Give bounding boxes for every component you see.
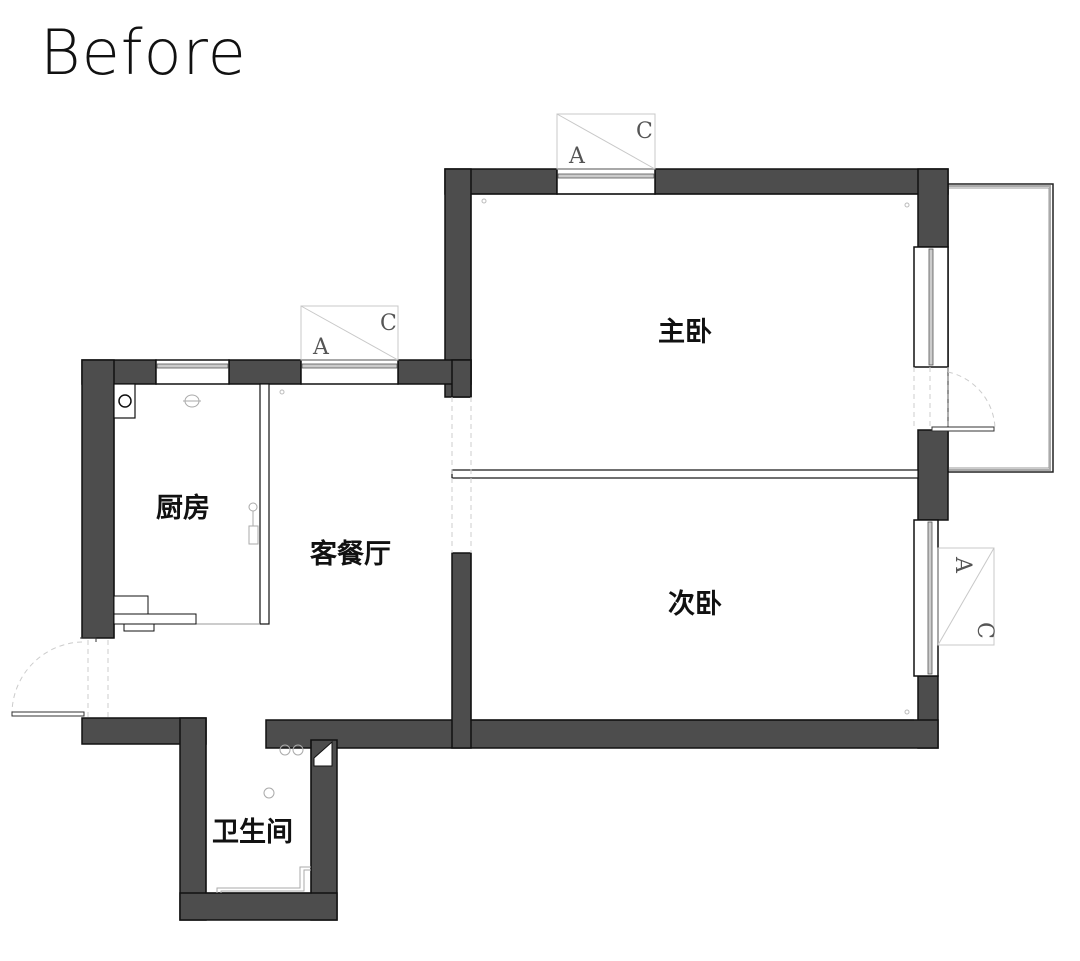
shaft — [313, 740, 333, 767]
room-label-master-bedroom: 主卧 — [658, 317, 712, 348]
page-title: Before — [40, 16, 247, 89]
room-label-bathroom: 卫生间 — [212, 817, 293, 848]
marker-a-label: A — [950, 556, 975, 574]
windows — [155, 168, 949, 677]
window-marker-labels: A C A C A C — [312, 119, 997, 639]
corner-markers — [279, 198, 910, 715]
marker-c-label: C — [380, 311, 397, 336]
room-label-kitchen: 厨房 — [156, 493, 210, 524]
marker-a-label: A — [568, 144, 586, 169]
room-label-living-dining: 客餐厅 — [310, 539, 391, 570]
bathroom-fixtures — [216, 744, 311, 893]
doors — [11, 426, 995, 717]
room-outlines — [113, 193, 918, 894]
walls — [81, 168, 949, 921]
marker-a-label: A — [312, 335, 330, 360]
window-markers — [300, 113, 995, 646]
room-label-second-bedroom: 次卧 — [668, 589, 722, 620]
bedroom-partition — [451, 469, 919, 479]
openings — [11, 367, 996, 718]
marker-c-label: C — [972, 622, 997, 639]
kitchen-fixtures — [113, 383, 259, 632]
kitchen-partition — [259, 383, 270, 625]
marker-c-label: C — [636, 119, 653, 144]
